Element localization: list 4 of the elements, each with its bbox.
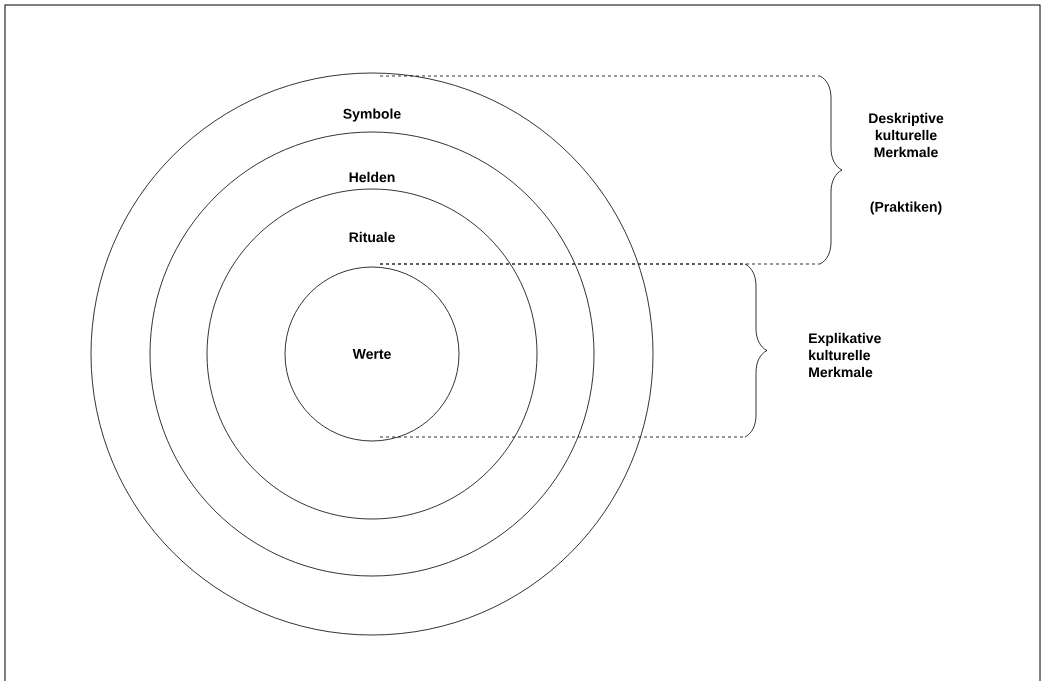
bracket-label: Explikative kulturelle Merkmale: [809, 332, 881, 378]
ring: Werte: [284, 266, 460, 442]
bracket-label: Deskriptive kulturelle Merkmale: [869, 112, 944, 158]
bracket-label: (Praktiken): [870, 201, 942, 215]
